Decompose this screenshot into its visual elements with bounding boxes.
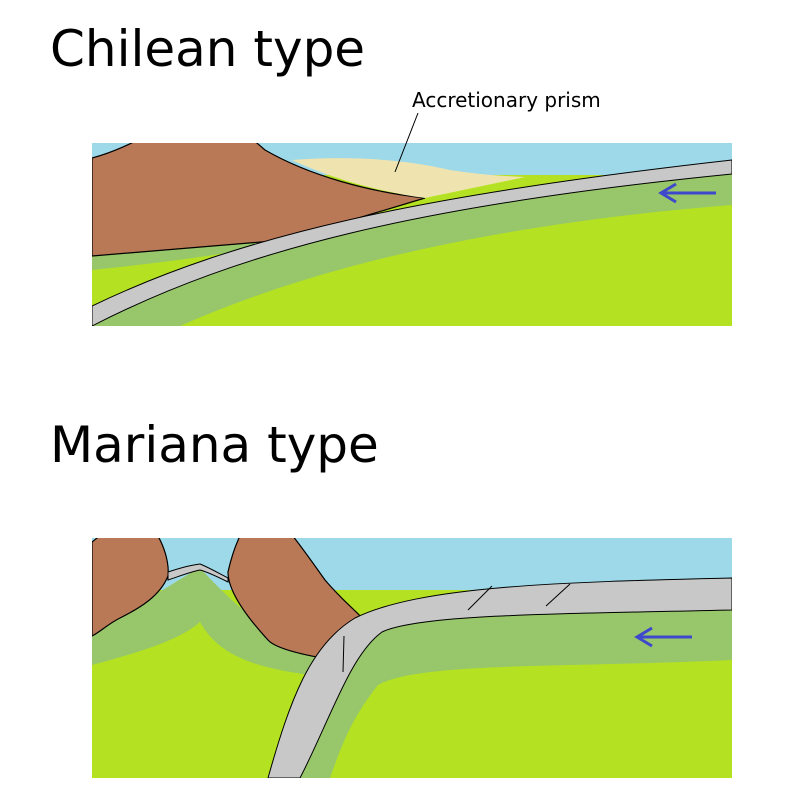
accretionary-prism xyxy=(292,158,525,198)
fault-line xyxy=(545,583,571,607)
plate-motion-arrow-icon xyxy=(634,626,692,648)
fault-line xyxy=(467,585,493,611)
overriding-lithosphere xyxy=(92,568,325,675)
back-arc-crust xyxy=(167,563,229,583)
oceanic-lithosphere xyxy=(268,598,732,778)
continental-plate xyxy=(92,143,426,257)
plate-motion-arrow-icon xyxy=(658,182,716,204)
callout-leader-line xyxy=(394,112,419,173)
fault-line xyxy=(342,635,345,673)
chilean-type-diagram xyxy=(92,112,732,326)
oceanic-lithosphere xyxy=(92,165,732,326)
oceanic-crust-slab xyxy=(267,577,732,778)
mariana-type-diagram xyxy=(92,538,732,778)
chilean-type-title: Chilean type xyxy=(50,20,366,78)
oceanic-crust-slab xyxy=(92,159,732,326)
mariana-type-title: Mariana type xyxy=(50,416,379,474)
volcanic-arc-right xyxy=(227,538,363,659)
accretionary-prism-label: Accretionary prism xyxy=(412,88,601,112)
